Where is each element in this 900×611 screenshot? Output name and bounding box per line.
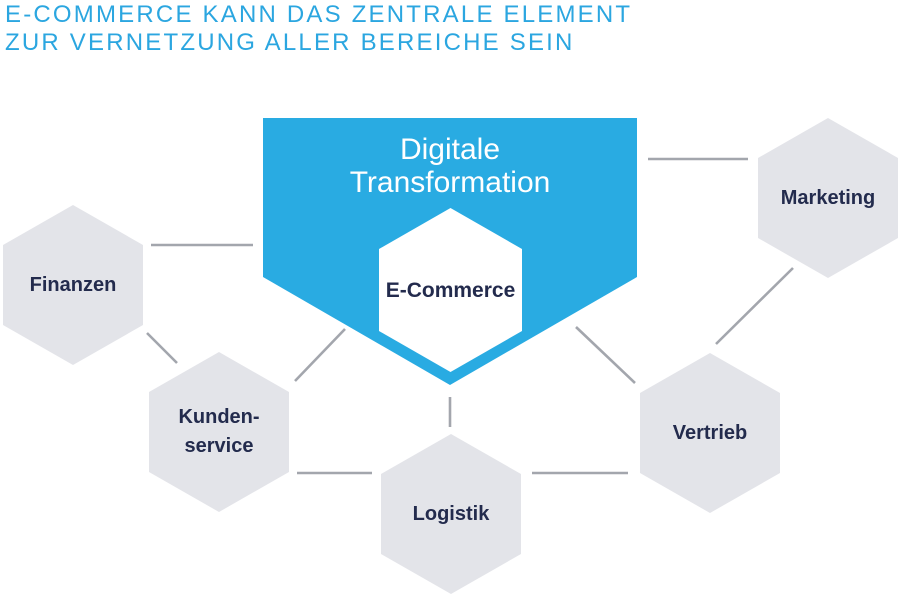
page-title-line-1: E-COMMERCE KANN DAS ZENTRALE ELEMENT	[5, 1, 633, 28]
page-title-line-2: ZUR VERNETZUNG ALLER BEREICHE SEIN	[5, 29, 575, 56]
banner-title-line-1: Digitale	[399, 133, 501, 166]
banner-title: Digitale Transformation	[263, 133, 637, 199]
node-marketing-label: Marketing	[780, 186, 876, 209]
banner-title-line-2: Transformation	[349, 166, 551, 199]
node-finanzen-label: Finanzen	[29, 273, 117, 296]
connector-marketing-vertrieb	[715, 267, 794, 345]
node-kundenservice-label: Kunden- service	[178, 403, 259, 461]
node-kundenservice-label-line-1: Kunden-	[178, 406, 260, 428]
node-kundenservice-label-line-2: service	[184, 435, 254, 457]
connector-kundenservice-center	[294, 328, 346, 382]
connector-finanzen-kundenservice	[146, 332, 178, 364]
node-ecommerce: E-Commerce	[379, 208, 522, 372]
node-logistik-label: Logistik	[412, 502, 490, 525]
page-title: E-COMMERCE KANN DAS ZENTRALE ELEMENT ZUR…	[5, 1, 632, 57]
node-ecommerce-label: E-Commerce	[385, 278, 516, 302]
connector-center-vertrieb	[575, 326, 636, 384]
node-vertrieb-label: Vertrieb	[672, 421, 748, 444]
